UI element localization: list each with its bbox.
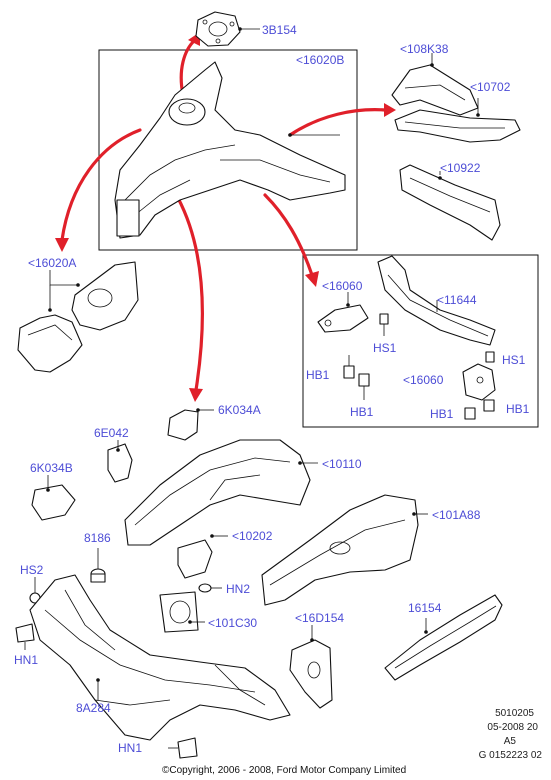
label-hn1-a[interactable]: HN1	[14, 653, 38, 667]
part-108k38	[391, 53, 479, 116]
label-101a88[interactable]: <101A88	[432, 508, 481, 522]
part-16060-top	[317, 292, 369, 333]
label-10702[interactable]: <10702	[470, 80, 511, 94]
label-hs1-b[interactable]: HS1	[502, 353, 526, 367]
part-10202	[177, 534, 228, 579]
bolt-hb1-a	[343, 355, 355, 379]
bolt-hb1-d	[483, 399, 495, 412]
label-16020b[interactable]: <16020B	[296, 53, 344, 67]
nut-hn1-a	[15, 623, 35, 650]
part-16154	[384, 594, 503, 681]
part-labels: 3B154 <16020B <108K38 <10702 <10922 <160…	[14, 23, 530, 755]
label-16060-bottom[interactable]: <16060	[403, 373, 444, 387]
arrowhead-6k034a	[189, 388, 203, 402]
box-side-members	[302, 254, 539, 428]
copyright-notice: ©Copyright, 2006 - 2008, Ford Motor Comp…	[162, 765, 406, 776]
label-6e042[interactable]: 6E042	[94, 426, 129, 440]
part-6e042	[107, 440, 133, 483]
label-8a284[interactable]: 8A284	[76, 701, 111, 715]
bolt-hn2	[198, 583, 222, 593]
label-108k38[interactable]: <108K38	[400, 42, 449, 56]
label-11644[interactable]: <11644	[437, 293, 477, 307]
ref-line-4: G 0152223 02	[479, 750, 543, 761]
label-6k034a[interactable]: 6K034A	[218, 403, 261, 417]
arrow-to-16020a	[60, 128, 142, 242]
arrow-to-10702	[288, 108, 387, 137]
label-10202[interactable]: <10202	[232, 529, 273, 543]
label-101c30[interactable]: <101C30	[208, 616, 257, 630]
bolt-hb1-b	[358, 373, 370, 400]
part-16060-bottom	[462, 363, 496, 401]
label-8186[interactable]: 8186	[84, 531, 111, 545]
part-10702	[394, 98, 521, 143]
label-16060-top[interactable]: <16060	[322, 279, 363, 293]
label-hn2[interactable]: HN2	[226, 582, 250, 596]
label-hn1-b[interactable]: HN1	[118, 741, 142, 755]
bolt-hs1-b	[485, 351, 495, 363]
arrowhead-10702	[384, 103, 396, 117]
label-16154[interactable]: 16154	[408, 601, 442, 615]
label-hb1-d[interactable]: HB1	[506, 402, 530, 416]
part-6k034b	[31, 475, 76, 521]
nut-hn1-b	[168, 737, 198, 759]
part-8186	[90, 548, 106, 583]
ref-line-2: 05-2008 20	[487, 722, 538, 733]
label-6k034b[interactable]: 6K034B	[30, 461, 73, 475]
label-3b154[interactable]: 3B154	[262, 23, 297, 37]
ref-line-1: 5010205	[495, 708, 534, 719]
label-hb1-a[interactable]: HB1	[306, 368, 330, 382]
reference-block: 5010205 05-2008 20 A5 G 0152223 02	[479, 708, 543, 761]
part-16d154	[289, 625, 333, 709]
label-hs1-a[interactable]: HS1	[373, 341, 397, 355]
bolt-hb1-c	[464, 407, 476, 420]
label-hb1-b[interactable]: HB1	[350, 405, 374, 419]
label-16d154[interactable]: <16D154	[295, 611, 344, 625]
arrowhead-16020a	[55, 238, 69, 252]
label-16020a[interactable]: <16020A	[28, 256, 76, 270]
part-6k034a	[167, 408, 214, 441]
arrow-to-side-members	[263, 193, 314, 277]
red-arrows	[55, 32, 396, 402]
part-10922	[399, 164, 501, 241]
part-3b154-plate	[195, 11, 260, 47]
label-10110[interactable]: <10110	[322, 457, 362, 471]
label-hb1-c[interactable]: HB1	[430, 407, 454, 421]
part-10110	[124, 439, 318, 546]
box-upper-assembly	[98, 49, 358, 251]
part-101c30	[159, 591, 205, 633]
arrowhead-side-members	[305, 271, 319, 287]
part-16020b-upper-assembly	[114, 61, 346, 239]
ref-line-3: A5	[504, 736, 517, 747]
bolt-hs1-a	[379, 313, 389, 336]
part-8a284-frame	[29, 574, 291, 741]
label-10922[interactable]: <10922	[440, 161, 481, 175]
part-16020a	[17, 261, 139, 373]
part-101a88	[261, 494, 428, 606]
label-hs2[interactable]: HS2	[20, 563, 44, 577]
arrow-to-6k034a	[176, 196, 205, 392]
part-11644	[377, 255, 496, 346]
